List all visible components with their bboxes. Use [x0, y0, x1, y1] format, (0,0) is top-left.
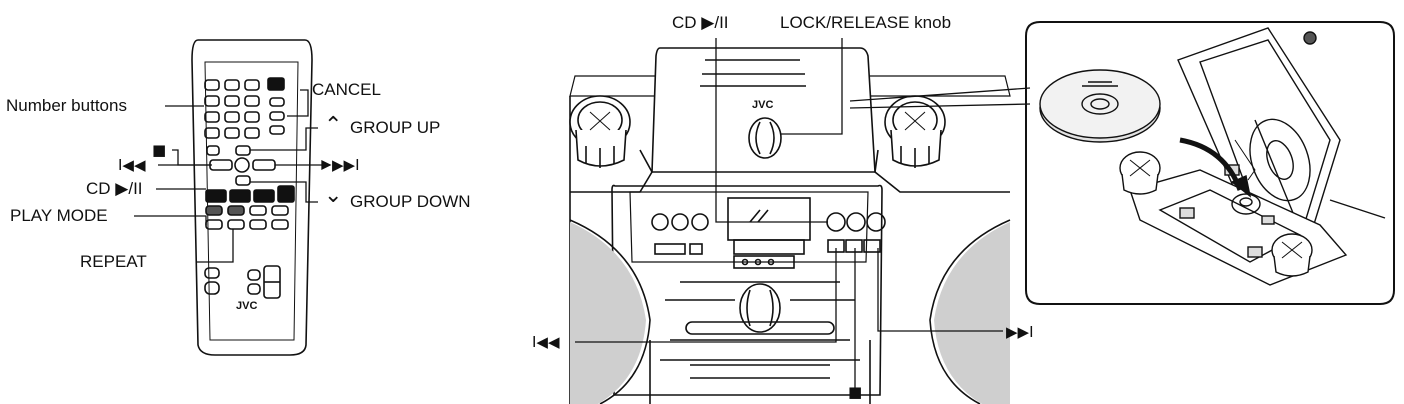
- up-arrow-icon: ⌃: [324, 113, 343, 138]
- unit-leader-lines: [575, 38, 1031, 390]
- down-arrow-icon: ⌄: [324, 183, 343, 208]
- inset-contents: [1039, 27, 1386, 286]
- label-next-unit: ▶▶I: [1006, 323, 1034, 341]
- unit-logo: JVC: [752, 99, 773, 111]
- arrow-marker-icon: [321, 159, 332, 171]
- lock-release-knob[interactable]: [748, 117, 782, 159]
- right-knob[interactable]: [884, 95, 946, 168]
- unit-next-button[interactable]: [863, 239, 881, 253]
- number-keypad[interactable]: [204, 79, 260, 139]
- cd-loading-inset: [1025, 21, 1395, 305]
- remote-body: [191, 39, 313, 356]
- label-play-mode: PLAY MODE: [10, 206, 108, 225]
- boombox-unit: JVC: [569, 47, 1011, 404]
- remote-center-button[interactable]: [234, 157, 250, 173]
- label-cd-play-pause-remote: CD ▶/II: [86, 179, 143, 198]
- cd-play-pause-button[interactable]: [826, 212, 846, 232]
- label-number-buttons: Number buttons: [6, 96, 127, 115]
- label-cancel: CANCEL: [312, 80, 381, 99]
- label-prev-remote: I◀◀: [118, 156, 146, 174]
- spindle: [1231, 193, 1261, 215]
- display-window: [727, 197, 811, 241]
- remote-repeat-button[interactable]: [227, 219, 245, 230]
- label-repeat: REPEAT: [80, 252, 147, 271]
- label-group-down: GROUP DOWN: [350, 192, 471, 211]
- remote-next-button[interactable]: [252, 159, 276, 171]
- remote-prev-button[interactable]: [209, 159, 233, 171]
- label-cd-play-pause-unit: CD ▶/II: [672, 13, 729, 32]
- inset-left-knob: [1119, 151, 1161, 195]
- remote-control: [191, 39, 313, 356]
- label-stop-unit: ■: [848, 383, 863, 401]
- left-speaker: [569, 219, 651, 404]
- remote-stop-button[interactable]: [206, 145, 220, 156]
- label-next-remote: ▶▶I: [332, 156, 360, 174]
- remote-power-button[interactable]: [267, 77, 285, 91]
- remote-cd-play-button[interactable]: [205, 189, 227, 203]
- label-stop-remote: ■: [152, 141, 167, 159]
- left-knob[interactable]: [569, 95, 631, 168]
- remote-leader-lines: [134, 89, 332, 263]
- label-lock-release: LOCK/RELEASE knob: [780, 13, 952, 32]
- remote-group-down-button[interactable]: [235, 175, 251, 186]
- remote-group-up-button[interactable]: [235, 145, 251, 156]
- remote-logo: JVC: [236, 300, 258, 312]
- front-panel: [611, 184, 883, 396]
- right-speaker: [929, 219, 1011, 404]
- unit-stop-button[interactable]: [845, 239, 863, 253]
- inset-right-knob: [1271, 233, 1313, 277]
- label-group-up: GROUP UP: [350, 118, 441, 137]
- label-prev-unit: I◀◀: [532, 333, 560, 351]
